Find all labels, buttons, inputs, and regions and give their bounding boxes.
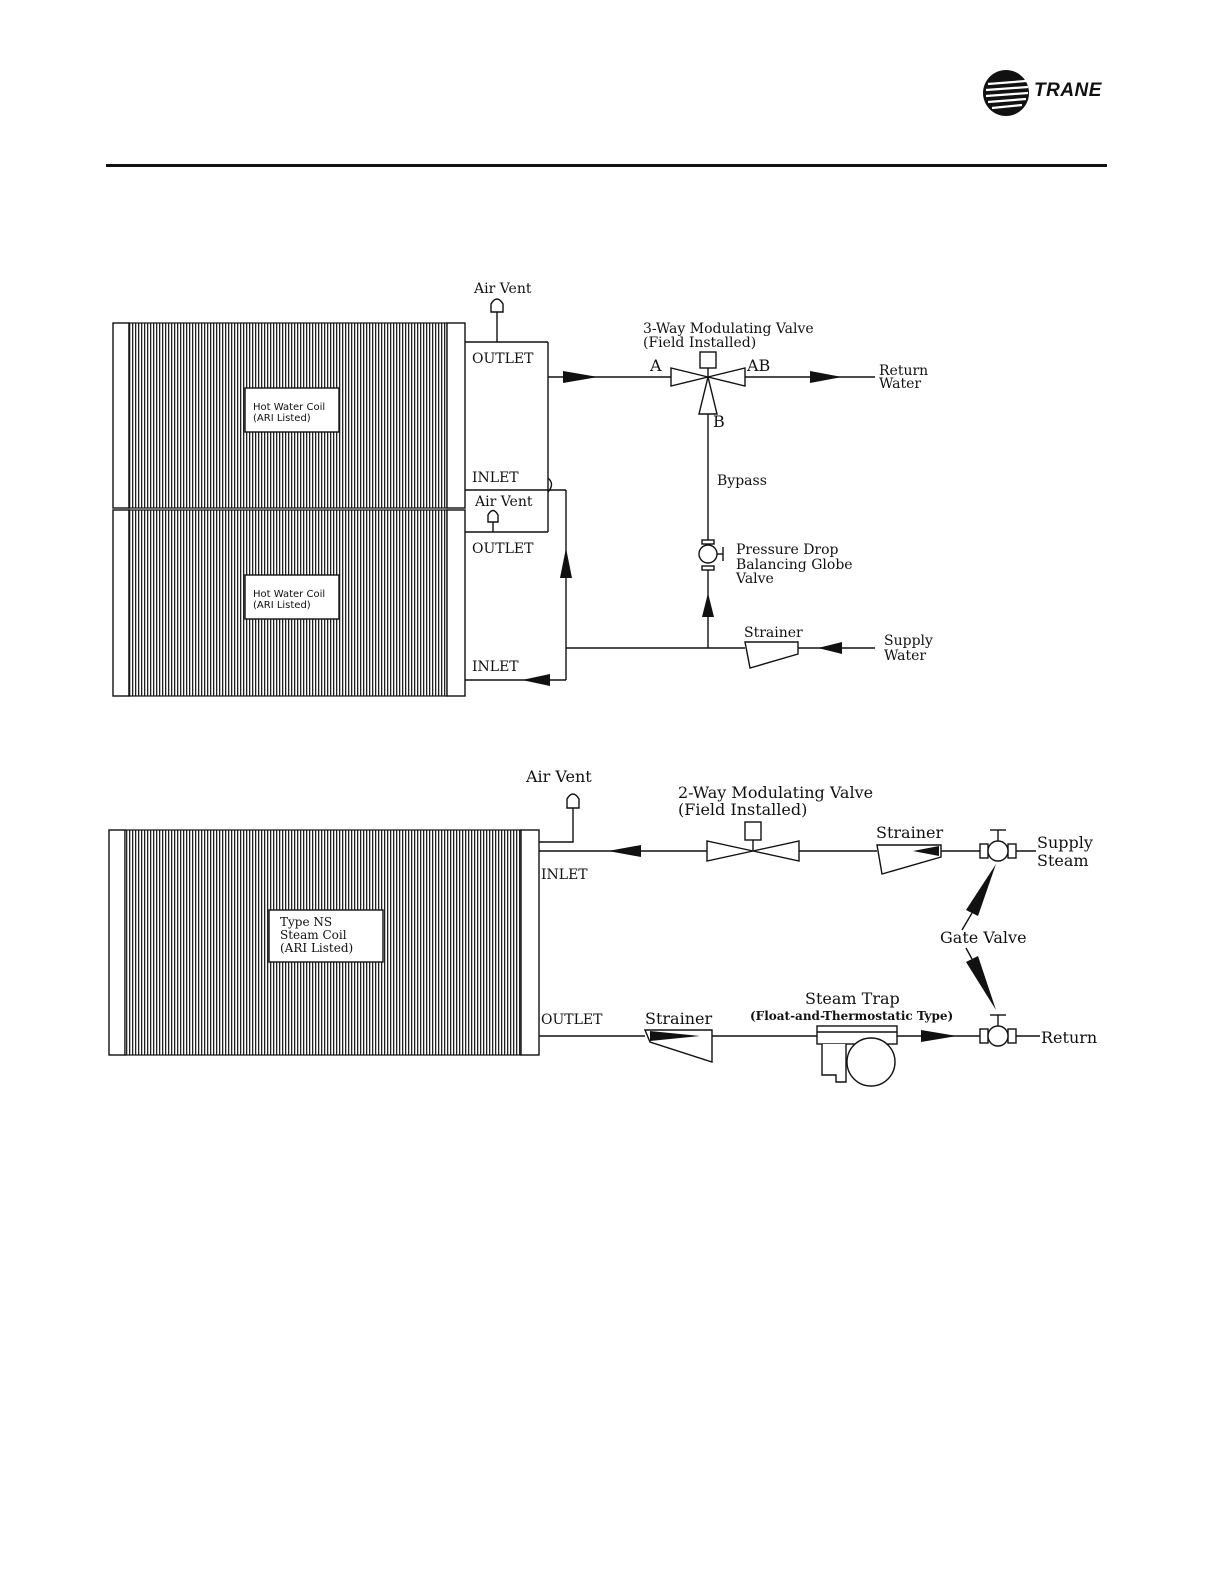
- supply-steam-label: Supply: [1037, 833, 1093, 852]
- coil-label: Type NS: [280, 915, 332, 929]
- inlet-label: INLET: [472, 470, 519, 486]
- outlet-label: OUTLET: [472, 351, 534, 367]
- air-vent-label: Air Vent: [525, 767, 592, 786]
- supply-steam-label: Steam: [1037, 851, 1089, 870]
- piping-diagram-2: [539, 793, 1040, 1037]
- gate-valve-icon: [979, 829, 1017, 862]
- steam-diagram: Air Vent 2-Way Modulating Valve (Field I…: [108, 767, 1097, 1087]
- three-way-valve-icon: [670, 351, 746, 415]
- coil-label: (ARI Listed): [253, 600, 311, 611]
- valve-label: 3-Way Modulating Valve: [643, 321, 814, 337]
- globe-valve-icon: [698, 539, 724, 571]
- return-water-label: Water: [879, 376, 921, 392]
- gate-valve-label: Gate Valve: [940, 928, 1027, 947]
- air-vent-label: Air Vent: [474, 494, 533, 510]
- flow-arrows-1: [522, 371, 842, 686]
- steam-trap-icon: [816, 1025, 898, 1087]
- bypass-label: Bypass: [717, 473, 767, 489]
- hot-water-diagram: Air Vent OUTLET INLET Air Vent OUTLET IN…: [112, 281, 933, 697]
- steam-trap-type-label: (Float-and-Thermostatic Type): [750, 1009, 953, 1023]
- globe-valve-label: Balancing Globe: [736, 557, 853, 573]
- coil-label: (ARI Listed): [253, 413, 311, 424]
- trane-logo-icon: [983, 70, 1029, 116]
- air-vent-label: Air Vent: [473, 281, 532, 297]
- return-water-label: Return: [879, 363, 928, 379]
- valve-label: (Field Installed): [678, 800, 807, 819]
- strainer-icon: [643, 1029, 713, 1063]
- coil-label: (ARI Listed): [280, 941, 353, 955]
- strainer-label: Strainer: [876, 823, 943, 842]
- steam-coil: [108, 829, 540, 1056]
- hot-water-coil-lower: [112, 509, 466, 697]
- strainer-label: Strainer: [645, 1009, 712, 1028]
- hot-water-coil-upper: [112, 322, 466, 509]
- two-way-valve-icon: [706, 821, 800, 862]
- inlet-label: INLET: [472, 659, 519, 675]
- outlet-label: OUTLET: [541, 1012, 603, 1028]
- strainer-icon: [876, 844, 942, 875]
- globe-valve-label: Pressure Drop: [736, 542, 839, 558]
- globe-valve-label: Valve: [735, 571, 774, 587]
- coil-label: Steam Coil: [280, 928, 347, 942]
- port-label: AB: [746, 356, 770, 375]
- brand-logo: TRANE: [1034, 80, 1102, 101]
- gate-valve-icon: [979, 1014, 1017, 1047]
- outlet-label: OUTLET: [472, 541, 534, 557]
- strainer-icon: [744, 641, 799, 669]
- valve-label: 2-Way Modulating Valve: [678, 783, 873, 802]
- return-label: Return: [1041, 1028, 1097, 1047]
- inlet-label: INLET: [541, 867, 588, 883]
- header-rule: [106, 164, 1107, 167]
- strainer-label: Strainer: [744, 625, 803, 641]
- steam-trap-label: Steam Trap: [805, 989, 900, 1008]
- port-label: B: [713, 412, 725, 431]
- supply-water-label: Water: [884, 648, 926, 664]
- coil-label: Hot Water Coil: [253, 402, 325, 413]
- valve-label: (Field Installed): [643, 335, 756, 351]
- coil-label: Hot Water Coil: [253, 589, 325, 600]
- port-label: A: [649, 356, 662, 375]
- flow-arrows-2: [608, 845, 996, 1042]
- supply-water-label: Supply: [884, 633, 933, 649]
